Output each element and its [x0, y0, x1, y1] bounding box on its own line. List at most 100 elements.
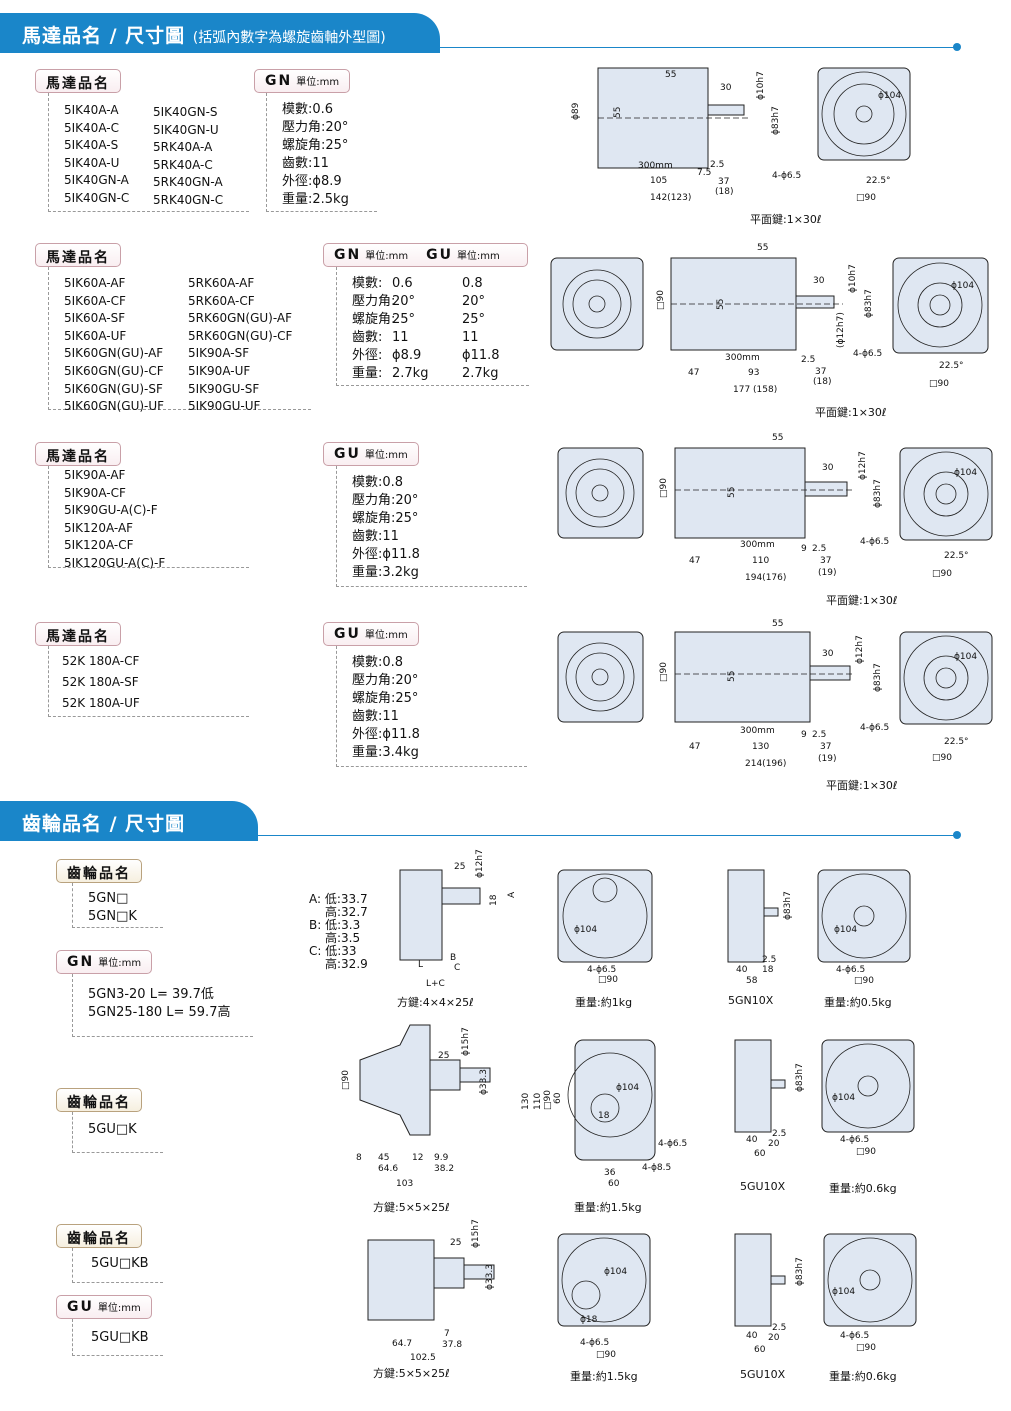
svg-text:4-ϕ6.5: 4-ϕ6.5: [860, 537, 889, 547]
svg-text:ϕ104: ϕ104: [832, 1287, 855, 1297]
svg-text:55: 55: [665, 70, 676, 80]
svg-text:4-ϕ6.5: 4-ϕ6.5: [860, 723, 889, 733]
svg-text:A: A: [507, 891, 517, 898]
svg-text:ϕ104: ϕ104: [616, 1083, 639, 1093]
gear-drawing-1: 25 ϕ12h7 18 A L B C L+C 4-ϕ6.5 □90 ϕ104 …: [399, 849, 911, 989]
svg-text:58: 58: [746, 976, 758, 986]
bracket: [72, 1248, 163, 1283]
svg-text:47: 47: [689, 556, 700, 566]
gear-model-list: 5GN□5GN□K: [88, 891, 137, 924]
key-note: 平面鍵:1×30ℓ: [826, 594, 898, 607]
gear-model-list: 5GU□K: [88, 1122, 137, 1137]
svg-text:8: 8: [356, 1153, 362, 1163]
svg-text:(18): (18): [813, 377, 831, 387]
svg-text:7.5: 7.5: [697, 168, 711, 178]
svg-text:47: 47: [688, 368, 699, 378]
svg-text:47: 47: [689, 742, 700, 752]
svg-text:ϕ104: ϕ104: [951, 281, 974, 291]
svg-text:25: 25: [454, 862, 465, 872]
svg-text:300mm: 300mm: [740, 726, 775, 736]
bracket: [72, 1112, 163, 1153]
caption: 5GU10X: [740, 1368, 786, 1381]
svg-text:214(196): 214(196): [745, 759, 786, 769]
svg-text:□90: □90: [929, 379, 949, 389]
bracket: [72, 1319, 163, 1356]
motor-drawing-3: □90 55 55 30 ϕ12h7 ϕ83h7 300mm 47 110 9 …: [557, 433, 993, 583]
svg-text:142(123): 142(123): [650, 193, 691, 203]
svg-text:37.8: 37.8: [442, 1340, 462, 1350]
svg-text:45: 45: [378, 1153, 389, 1163]
section-title: 馬達品名 / 尺寸圖: [22, 25, 186, 47]
gear-name-pill: 齒輪品名: [56, 859, 142, 883]
section-title: 齒輪品名 / 尺寸圖: [22, 813, 186, 835]
svg-text:300mm: 300mm: [638, 161, 673, 171]
gear-model-list: 5GU□KB: [91, 1256, 149, 1271]
svg-text:9: 9: [801, 730, 807, 740]
svg-text:ϕ83h7: ϕ83h7: [795, 1257, 805, 1286]
svg-text:2.5: 2.5: [762, 955, 776, 965]
svg-text:□90: □90: [856, 193, 876, 203]
svg-text:20: 20: [768, 1333, 780, 1343]
svg-text:30: 30: [813, 276, 825, 286]
key-note: 平面鍵:1×30ℓ: [750, 213, 822, 226]
svg-text:22.5°: 22.5°: [866, 176, 891, 186]
bracket: [336, 267, 529, 386]
svg-text:ϕ83h7: ϕ83h7: [783, 891, 793, 920]
svg-text:□90: □90: [932, 753, 952, 763]
gear-drawing-2: □90 25 ϕ15h7 ϕ33.3 8 45 12 9.9 64.6 38.2…: [341, 1024, 915, 1189]
svg-text:L+C: L+C: [426, 979, 445, 989]
svg-text:4-ϕ6.5: 4-ϕ6.5: [840, 1331, 869, 1341]
spec-labels: 模數:壓力角:螺旋角:齒數:外徑:重量:: [352, 276, 396, 381]
svg-text:2.5: 2.5: [812, 544, 826, 554]
svg-text:30: 30: [720, 83, 732, 93]
svg-text:ϕ104: ϕ104: [878, 91, 901, 101]
svg-text:93: 93: [748, 368, 759, 378]
svg-text:□90: □90: [543, 1090, 553, 1110]
svg-text:B: B: [450, 953, 456, 963]
svg-text:110: 110: [533, 1093, 543, 1110]
svg-text:□90: □90: [341, 1070, 351, 1090]
svg-text:9: 9: [801, 544, 807, 554]
svg-text:12: 12: [412, 1153, 423, 1163]
bracket: [72, 883, 163, 928]
svg-text:40: 40: [746, 1331, 758, 1341]
motor-drawing-2: □90 55 55 30 ϕ10h7 ϕ83h7 (ϕ12h7) 300mm 4…: [550, 243, 989, 395]
svg-text:ϕ18: ϕ18: [580, 1315, 598, 1325]
svg-text:7: 7: [444, 1329, 450, 1339]
svg-text:4-ϕ6.5: 4-ϕ6.5: [658, 1139, 687, 1149]
svg-text:300mm: 300mm: [725, 353, 760, 363]
svg-text:ϕ12h7: ϕ12h7: [475, 849, 485, 878]
svg-text:ϕ83h7: ϕ83h7: [873, 479, 883, 508]
svg-text:40: 40: [736, 965, 748, 975]
caption: 重量:約0.6kg: [829, 1182, 897, 1195]
svg-text:25: 25: [438, 1051, 449, 1061]
svg-text:ϕ12h7: ϕ12h7: [855, 635, 865, 664]
svg-text:C: C: [454, 963, 460, 973]
section-header-gear: 齒輪品名 / 尺寸圖: [0, 801, 1011, 841]
caption: 重量:約1.5kg: [570, 1370, 638, 1383]
svg-text:2.5: 2.5: [772, 1323, 786, 1333]
svg-text:300mm: 300mm: [740, 540, 775, 550]
svg-text:ϕ33.3: ϕ33.3: [479, 1069, 489, 1095]
svg-text:130: 130: [521, 1093, 531, 1110]
key-note: 平面鍵:1×30ℓ: [826, 779, 898, 792]
caption: 方鍵:5×5×25ℓ: [373, 1201, 450, 1214]
svg-text:ϕ10h7: ϕ10h7: [848, 264, 858, 293]
motor-name-pill: 馬達品名: [35, 69, 121, 93]
svg-text:37: 37: [718, 177, 729, 187]
caption: 方鍵:5×5×25ℓ: [373, 1367, 450, 1380]
gear-name-pill: 齒輪品名: [56, 1088, 142, 1112]
caption: 重量:約0.6kg: [829, 1370, 897, 1383]
svg-text:ϕ12h7: ϕ12h7: [858, 451, 868, 480]
svg-text:9.9: 9.9: [434, 1153, 449, 1163]
svg-text:177 (158): 177 (158): [733, 385, 777, 395]
svg-text:4-ϕ6.5: 4-ϕ6.5: [836, 965, 865, 975]
motor-name-pill: 馬達品名: [35, 622, 121, 646]
svg-text:ϕ83h7: ϕ83h7: [864, 289, 874, 318]
gear-spec-list: 5GU□KB: [91, 1330, 149, 1345]
